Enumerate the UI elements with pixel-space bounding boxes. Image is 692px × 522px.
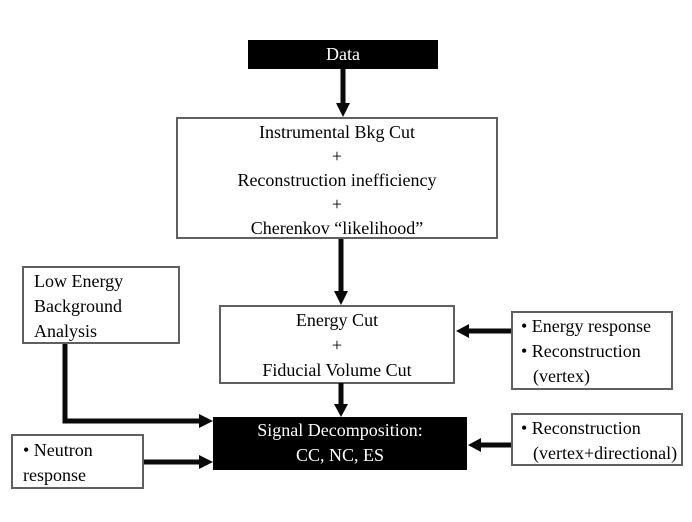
arrow-energyresponse-to-energy (456, 324, 511, 338)
plus-sign: + (331, 146, 343, 166)
bullet-item: • Reconstruction (521, 418, 641, 438)
bullet-item-continuation: response (23, 465, 86, 485)
bullet-item: • Neutron (23, 440, 93, 460)
plus-sign: + (331, 335, 343, 355)
node-low-energy-line: Background (34, 296, 122, 316)
arrow-energy-to-signal (334, 383, 348, 417)
node-energy-line: Energy Cut (295, 310, 379, 330)
node-instrumental-bkg-cut: Instrumental Bkg Cut + Reconstruction in… (176, 117, 498, 239)
node-instrumental-line: Instrumental Bkg Cut (259, 122, 415, 142)
node-energy-response: • Energy response • Reconstruction (vert… (511, 311, 673, 390)
arrow-instrumental-to-energy (334, 239, 348, 305)
bullet-item: • Energy response (521, 316, 651, 336)
node-signal-line: Signal Decomposition: (257, 420, 423, 440)
arrow-reconstruction-to-signal (468, 438, 511, 452)
bullet-item-continuation: (vertex+directional) (533, 443, 678, 463)
node-reconstruction-directional: • Reconstruction (vertex+directional) (511, 413, 683, 466)
node-energy-line: Fiducial Volume Cut (262, 360, 412, 380)
node-instrumental-line: Reconstruction inefficiency (237, 170, 437, 190)
node-low-energy-line: Low Energy (34, 271, 124, 291)
node-low-energy-background-analysis: Low Energy Background Analysis (22, 266, 180, 344)
node-data: Data (248, 40, 438, 69)
bullet-item: • Reconstruction (521, 341, 641, 361)
arrow-data-to-instrumental (336, 69, 350, 117)
node-data-label: Data (326, 44, 360, 64)
node-energy-cut: Energy Cut + Fiducial Volume Cut (219, 305, 455, 384)
node-signal-line: CC, NC, ES (295, 445, 385, 465)
arrow-neutron-to-signal (144, 455, 213, 469)
arrow-lowenergy-to-signal (62, 344, 213, 428)
bullet-item-continuation: (vertex) (533, 366, 590, 386)
node-neutron-response: • Neutron response (11, 434, 144, 489)
plus-sign: + (331, 194, 343, 214)
node-low-energy-line: Analysis (34, 321, 97, 341)
node-signal-decomposition: Signal Decomposition: CC, NC, ES (213, 417, 467, 470)
node-instrumental-line: Cherenkov “likelihood” (250, 218, 424, 238)
